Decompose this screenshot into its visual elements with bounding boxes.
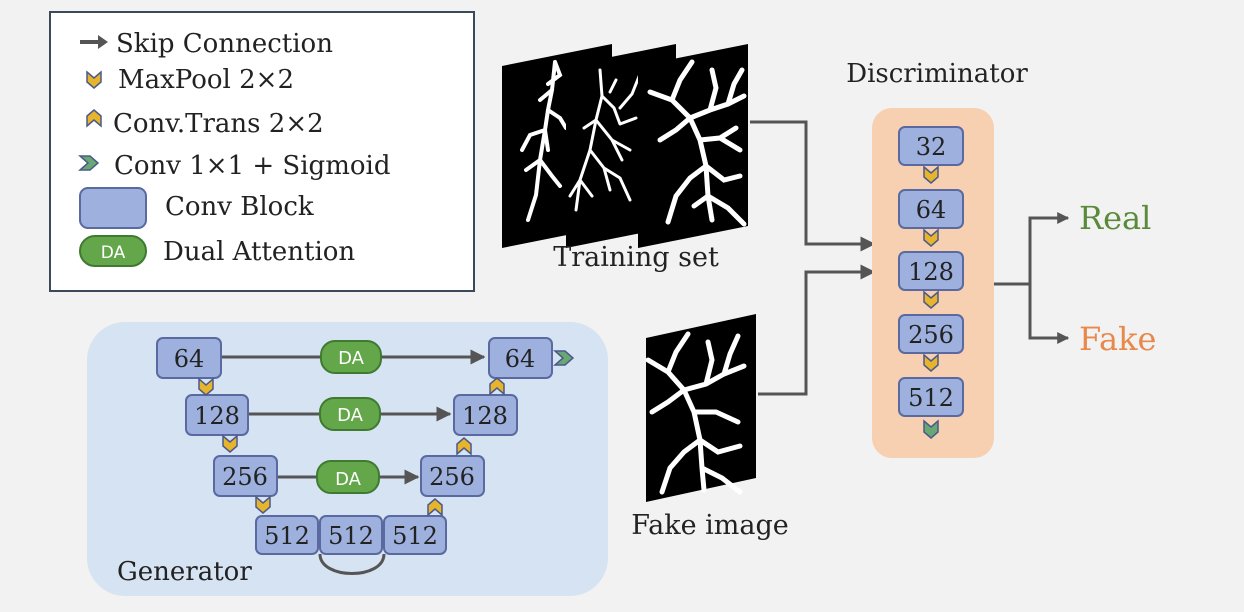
svg-text:64: 64: [174, 345, 205, 373]
gen-dec-block-256: 256: [420, 455, 485, 497]
skip-connection-icon: [80, 35, 108, 49]
svg-text:256: 256: [908, 321, 954, 349]
gen-da-pill-3: DA: [316, 460, 380, 494]
convtrans-chevron-icon: [489, 377, 505, 396]
gen-enc-block-256: 256: [213, 455, 278, 497]
disc-block-32: 32: [898, 126, 964, 166]
da-swatch: [79, 235, 147, 267]
conv1x1-sigmoid-chevron-icon: [553, 350, 575, 366]
conv-block-swatch: [79, 187, 147, 229]
discriminator-title: Discriminator: [846, 59, 1028, 89]
real-label: Real: [1079, 199, 1151, 237]
gen-dec-block-64: 64: [488, 337, 553, 379]
maxpool-chevron-icon: [923, 353, 939, 372]
gen-dec-block-128: 128: [453, 394, 518, 436]
da-swatch-label: DA: [101, 243, 126, 263]
training-to-discriminator-arrow: [750, 120, 876, 252]
gen-da-pill-2: DA: [319, 397, 381, 431]
maxpool-chevron-icon: [198, 377, 214, 396]
svg-text:128: 128: [462, 402, 508, 430]
maxpool-chevron-icon: [923, 165, 939, 184]
gen-enc-block-64: 64: [156, 337, 222, 379]
legend: Skip Connection MaxPool 2×2 Conv.Trans 2…: [49, 11, 475, 292]
gen-bottleneck-block-3: 512: [383, 515, 447, 555]
disc-block-512: 512: [898, 377, 964, 417]
svg-text:256: 256: [429, 463, 475, 491]
maxpool-icon: [86, 70, 102, 89]
gen-enc-block-128: 128: [185, 394, 249, 436]
disc-block-128: 128: [898, 251, 964, 291]
training-set-label: Training set: [553, 242, 719, 273]
legend-conv1x1-label: Conv 1×1 + Sigmoid: [114, 151, 390, 181]
svg-text:64: 64: [505, 345, 536, 373]
svg-text:512: 512: [908, 384, 954, 412]
bottleneck-loop: [318, 553, 386, 575]
maxpool-chevron-icon: [255, 495, 271, 514]
legend-convtrans-label: Conv.Trans 2×2: [113, 109, 324, 139]
svg-text:32: 32: [916, 133, 947, 161]
training-set-images: [502, 44, 748, 248]
svg-text:DA: DA: [337, 405, 364, 426]
conv1x1-sigmoid-icon: [78, 155, 100, 171]
fake-image: [645, 314, 756, 502]
convtrans-icon: [86, 109, 102, 128]
fake-to-discriminator-arrow: [758, 264, 876, 396]
svg-text:DA: DA: [338, 348, 365, 369]
svg-text:512: 512: [328, 522, 374, 550]
svg-text:256: 256: [222, 463, 268, 491]
gen-bottleneck-block-1: 512: [255, 515, 319, 555]
legend-skip-label: Skip Connection: [116, 29, 333, 59]
gen-bottleneck-block-2: 512: [319, 515, 383, 555]
maxpool-chevron-icon: [923, 290, 939, 309]
convtrans-chevron-icon: [456, 437, 472, 456]
convtrans-chevron-icon: [427, 498, 443, 517]
svg-text:512: 512: [392, 522, 438, 550]
fake-image-label: Fake image: [631, 510, 789, 541]
legend-dual-attention-label: Dual Attention: [163, 237, 355, 267]
svg-text:128: 128: [908, 258, 954, 286]
disc-block-256: 256: [898, 314, 964, 354]
discriminator-panel: 32 64 128 256 512: [872, 108, 994, 458]
gen-da-pill-1: DA: [320, 340, 382, 374]
svg-text:DA: DA: [335, 469, 362, 490]
svg-text:64: 64: [916, 196, 947, 224]
output-branch: [994, 212, 1070, 344]
maxpool-chevron-icon: [923, 228, 939, 247]
legend-maxpool-label: MaxPool 2×2: [118, 65, 294, 95]
disc-block-64: 64: [898, 189, 964, 229]
legend-convblock-label: Conv Block: [165, 192, 314, 222]
generator-title: Generator: [117, 557, 252, 587]
maxpool-chevron-icon: [222, 434, 238, 453]
training-image-3: [638, 44, 748, 248]
generator-panel: 64 128 256 512 512 512 256: [87, 322, 608, 596]
svg-text:512: 512: [264, 522, 310, 550]
svg-text:128: 128: [194, 402, 240, 430]
fake-label: Fake: [1079, 320, 1156, 358]
conv1x1-sigmoid-chevron-icon: [923, 419, 939, 439]
